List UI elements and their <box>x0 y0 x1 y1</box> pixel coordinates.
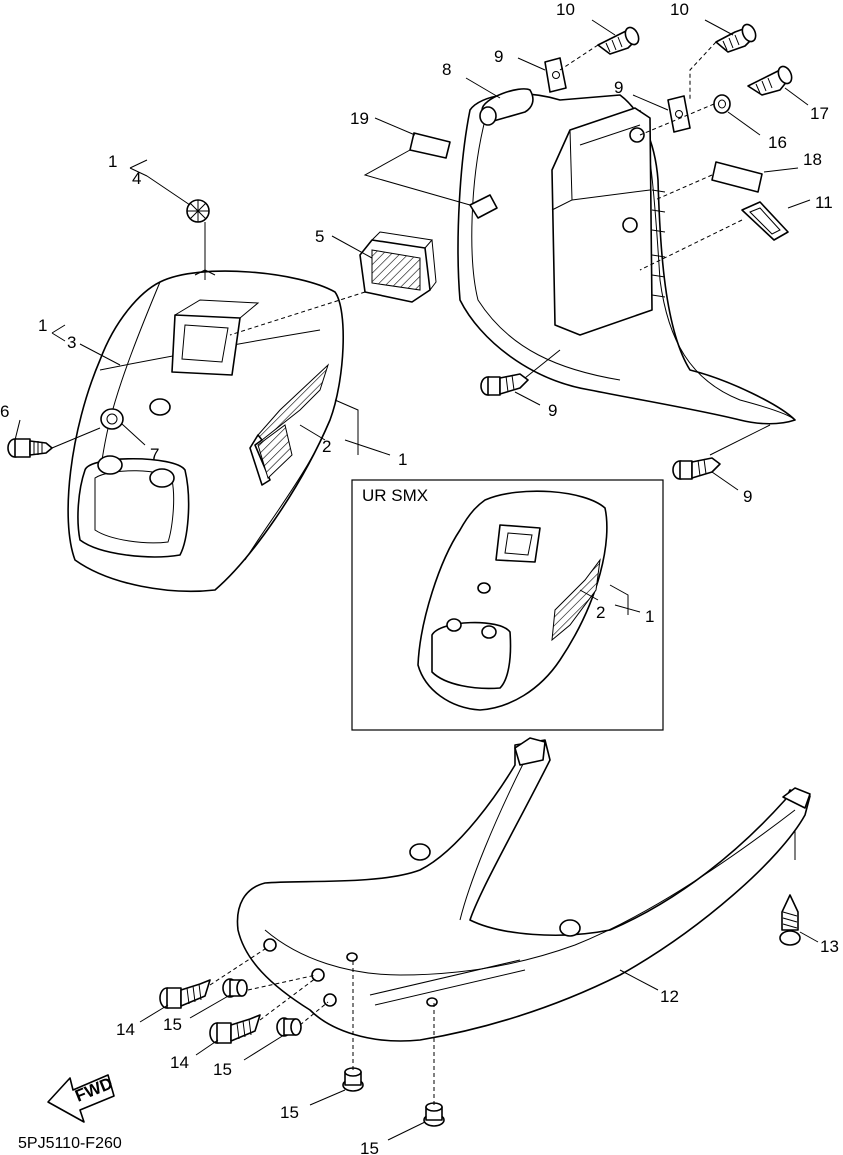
callout-1-top: 1 <box>108 152 117 171</box>
variant-inset <box>351 479 664 731</box>
callout-9-d: 9 <box>743 487 752 506</box>
variant-label: UR SMX <box>362 486 428 505</box>
callout-19: 19 <box>350 109 369 128</box>
clip-part-15-b <box>276 1017 302 1037</box>
callout-16: 16 <box>768 133 787 152</box>
callout-15-c: 15 <box>280 1103 299 1122</box>
screw-part-13 <box>779 894 801 946</box>
callout-2: 2 <box>322 437 331 456</box>
callout-9-b: 9 <box>614 78 623 97</box>
callout-7: 7 <box>150 445 159 464</box>
emblem-part-4 <box>186 199 210 223</box>
callout-14-b: 14 <box>170 1053 189 1072</box>
label-part-18 <box>711 161 763 193</box>
under-cover <box>236 737 811 1042</box>
clip-part-9-a <box>544 57 567 93</box>
screw-part-10-b <box>715 23 757 53</box>
callout-12: 12 <box>660 987 679 1006</box>
pad-part-11 <box>741 201 789 241</box>
clip-part-9-b <box>667 95 691 133</box>
callout-18: 18 <box>803 150 822 169</box>
callout-6: 6 <box>0 402 9 421</box>
callout-9-c: 9 <box>548 401 557 420</box>
callout-14-a: 14 <box>116 1020 135 1039</box>
callout-15-d: 15 <box>360 1139 379 1155</box>
callout-13: 13 <box>820 937 839 956</box>
callout-15-a: 15 <box>163 1015 182 1034</box>
fwd-arrow-icon: FWD <box>47 1074 115 1123</box>
diagram-code: 5PJ5110-F260 <box>18 1135 122 1152</box>
callout-5: 5 <box>315 227 324 246</box>
callout-11: 11 <box>815 193 833 212</box>
screw-part-14-a <box>159 979 211 1009</box>
front-cover <box>67 270 345 593</box>
callout-1-mid: 1 <box>38 316 47 335</box>
grommet-part-7 <box>100 408 124 430</box>
screw-part-9-c <box>480 373 529 396</box>
callout-8: 8 <box>442 60 451 79</box>
screw-part-10-a <box>597 26 640 55</box>
clip-part-15-d <box>423 1102 445 1127</box>
callout-10-a: 10 <box>556 0 575 19</box>
washer-part-16 <box>713 94 731 114</box>
screw-part-9-d <box>672 457 721 480</box>
label-part-19 <box>409 132 451 159</box>
callout-2-inset: 2 <box>596 603 605 622</box>
grille-part-5 <box>359 231 437 303</box>
screw-part-6 <box>7 438 53 458</box>
leg-shield <box>457 88 796 425</box>
callout-3: 3 <box>67 333 76 352</box>
callout-9-a: 9 <box>494 47 503 66</box>
callout-15-b: 15 <box>213 1060 232 1079</box>
callout-1-inset: 1 <box>645 607 654 626</box>
callout-17: 17 <box>810 104 829 123</box>
screw-part-14-b <box>209 1014 261 1044</box>
leader-lines <box>14 19 819 1141</box>
screw-part-17 <box>747 65 793 96</box>
callout-1-front: 1 <box>398 450 407 469</box>
callout-10-b: 10 <box>670 0 689 19</box>
clip-part-15-a <box>222 978 248 998</box>
callout-4: 4 <box>132 169 141 188</box>
clip-part-15-c <box>342 1067 364 1092</box>
